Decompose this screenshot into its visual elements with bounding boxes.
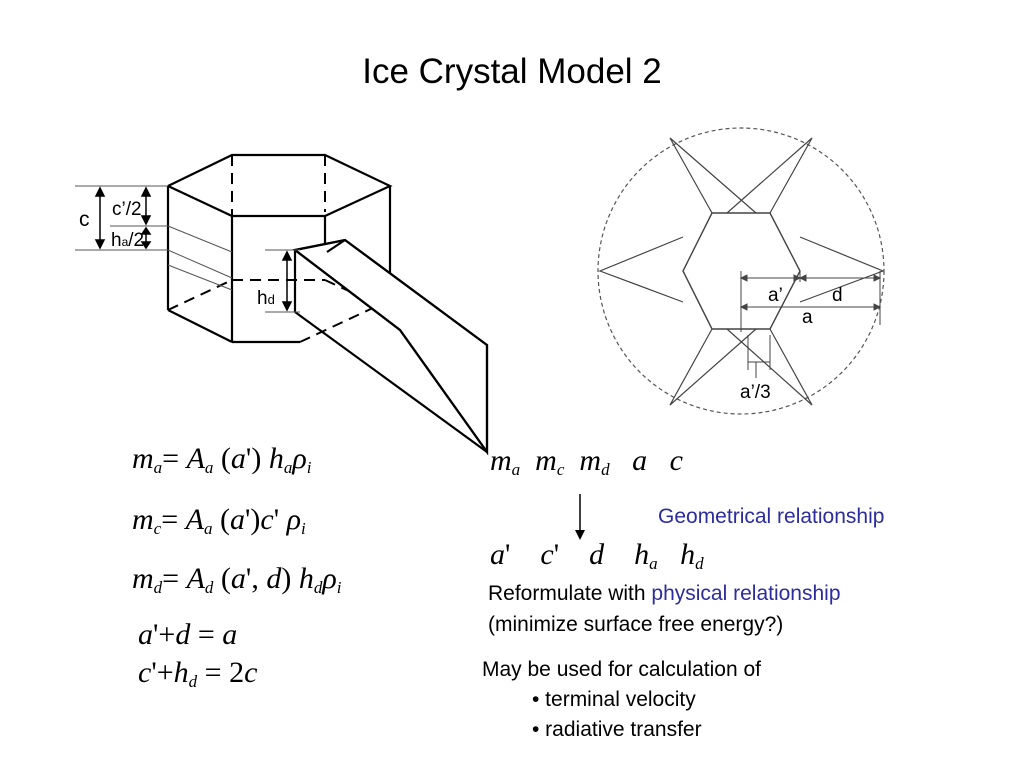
slide-title: Ice Crystal Model 2 (362, 52, 662, 91)
label-c: c (79, 208, 90, 231)
label-c-prime-half: c’/2 (112, 199, 142, 220)
right-dimensions (739, 271, 882, 378)
label-d: d (832, 285, 843, 306)
dimension-arrows (94, 186, 293, 312)
physical-relationship-text: physical relationship (651, 582, 841, 605)
label-a-prime: a’ (768, 285, 783, 306)
equation-c-sum: c'+hd = 2c (138, 656, 258, 691)
label-a: a (802, 307, 813, 328)
star-points (598, 137, 885, 406)
equation-md: md= Ad (a', d) hdρi (132, 562, 342, 597)
minimize-note: (minimize surface free energy?) (488, 613, 784, 636)
variables-bottom-row: a' c' d ha hd (490, 538, 704, 573)
may-be-used-text: May be used for calculation of (482, 658, 761, 681)
dendrite-arm (292, 238, 489, 456)
bullet-terminal-velocity: • terminal velocity (532, 688, 696, 711)
label-a-prime-third: a’/3 (740, 382, 771, 403)
label-ha-half: ha/2 (111, 230, 144, 251)
equation-a-sum: a'+d = a (138, 618, 238, 651)
reformulate-line: Reformulate with physical relationship (488, 582, 841, 605)
equation-ma: ma= Aa (a') haρi (132, 442, 312, 477)
central-hexagon (682, 212, 801, 330)
equation-mc: mc= Aa (a')c' ρi (132, 503, 306, 538)
label-hd: hd (257, 288, 275, 309)
variables-top-row: ma mc md a c (490, 444, 683, 479)
bullet-radiative-transfer: • radiative transfer (532, 718, 702, 741)
guide-lines (75, 185, 300, 313)
geometrical-relationship-label: Geometrical relationship (658, 505, 885, 528)
